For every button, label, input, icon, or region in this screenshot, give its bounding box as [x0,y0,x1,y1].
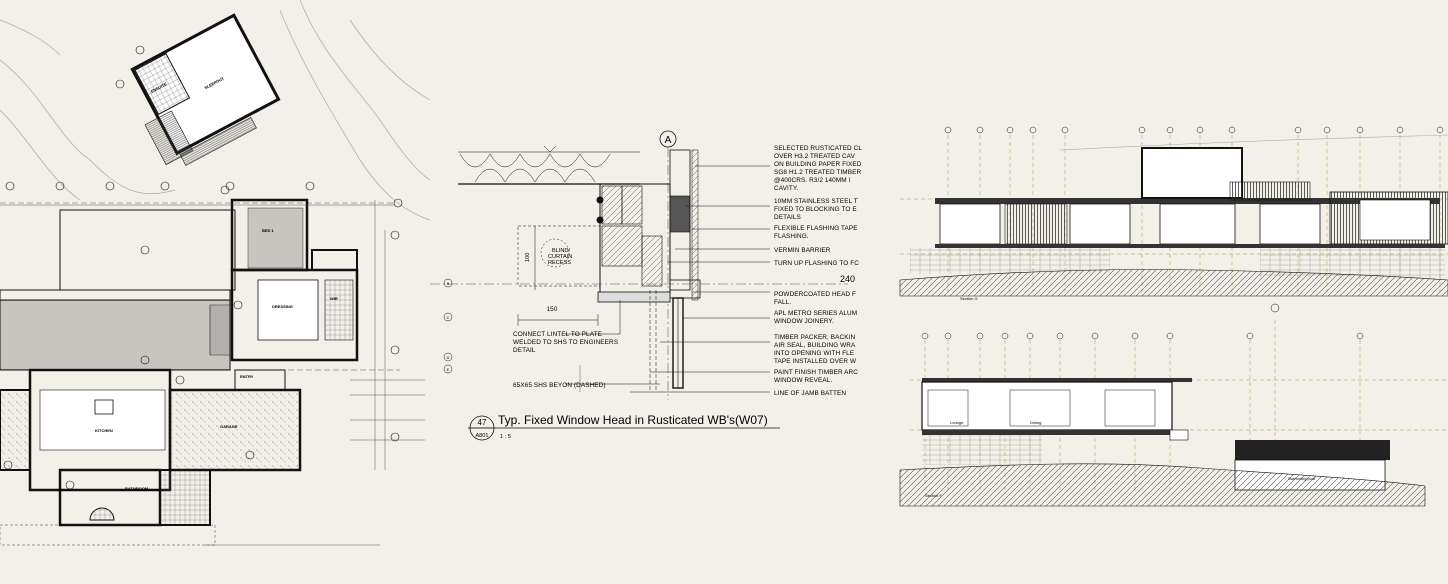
dim-150: 150 [547,306,558,313]
note-vermin: VERMIN BARRIER [774,247,831,254]
detail-title: Typ. Fixed Window Head in Rusticated WB'… [498,413,768,427]
room-label-bed1: BED 1 [262,228,275,233]
lower-grid-lines [910,320,1448,490]
room-label-garage: GARAGE [220,424,238,429]
callout-number: 47 [478,418,487,427]
lower-room-dining: Dining [1030,420,1041,425]
insulation [458,145,640,185]
note-jamb-batten: LINE OF JAMB BATTEN [774,390,846,397]
callout-sheet: A801 [475,433,488,439]
floor-plan-drawing: SLEEPOUT ENSUITE BED 1 D [0,0,430,584]
room-label-wir: WIR [330,296,338,301]
note-shs-beyond: 65X65 SHS BEYON (DASHED) [513,382,606,389]
lower-room-pool: Swimming pool [1288,476,1315,481]
detail-scale: 1 : 5 [500,434,511,440]
building-sections: Section G Lounge Dining Swi [880,0,1448,584]
floor-plan-svg: SLEEPOUT ENSUITE BED 1 D [0,0,430,546]
timber-framing [596,149,701,389]
grid-label-a: A [665,135,672,146]
upper-section: Section G [899,126,1448,301]
grid-bubbles [5,45,403,208]
lower-section-tag: Section F [925,493,942,498]
room-label-bathroom: BATHROOM [125,486,149,491]
leader-lines [565,165,770,393]
row-markers [443,278,453,374]
upper-section-tag: Section G [960,296,978,301]
room-label-entry: ENTRY [240,374,254,379]
room-label-kitchen: KITCHEN [95,428,113,433]
dimension-lines [0,200,425,546]
room-label-dressing: DRESSING [272,304,293,309]
sleepout-block: SLEEPOUT ENSUITE [130,13,281,166]
note-turn-up: TURN UP FLASHING TO FC [774,260,859,267]
row-marker-e: E [447,367,450,372]
main-plan-walls [0,198,359,546]
row-marker-d: D [447,355,450,360]
row-marker-b: B [447,281,450,286]
lower-section: Lounge Dining Swimming pool Section F [899,303,1448,507]
site-contours [0,0,430,221]
lower-room-lounge: Lounge [950,420,964,425]
row-marker-c: C [447,315,450,320]
sections-svg: Section G Lounge Dining Swi [899,126,1448,507]
dim-240: 240 [840,274,855,284]
dim-100: 100 [525,253,531,262]
